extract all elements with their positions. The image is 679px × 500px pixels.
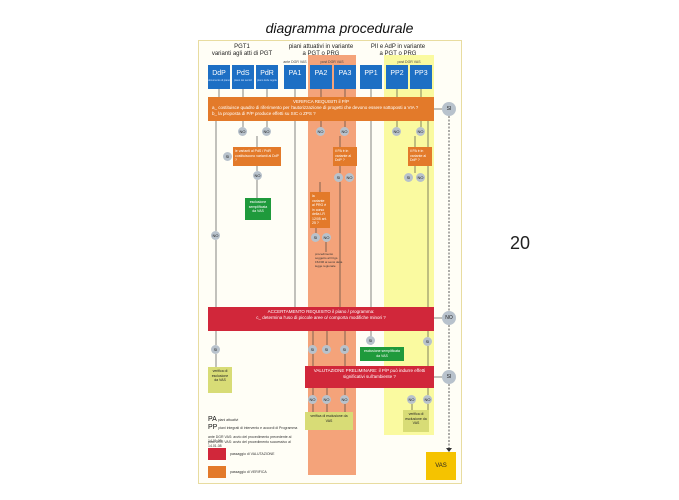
si-node: SI [340,345,349,354]
question-box-pp: il PA è in variante al DdP ? [408,147,432,166]
legend-pp: PP piani integrati di intervento e accor… [208,424,306,431]
no-node-accertamento: NO [442,311,456,325]
plan-box-pa2: PA2 [310,65,332,89]
plan-box-label: PdR [260,70,274,77]
green-box-esclusione-2: esclusione semplificata da VAS [360,347,404,361]
plan-box-pds: PdS piano dei servizi [232,65,254,89]
no-node: NO [262,127,271,136]
group-label-pa: piani attuativi in variante a PGT o PRG [288,44,354,57]
sub-label-post-pii: post DGR VAS [397,60,421,64]
no-node: NO [423,395,432,404]
plan-box-label: PP3 [414,70,428,77]
diagram-title: diagramma procedurale [265,20,414,36]
si-node: SI [211,345,220,354]
no-node: NO [238,127,247,136]
legend-pp-abbr: PP [208,424,218,431]
no-node: NO [253,171,262,180]
sub-label-post: post DGR VAS [320,60,344,64]
no-node: NO [340,127,349,136]
legend-red-swatch [208,448,226,460]
si-node-valutazione: SI [442,370,456,384]
lime-box-verifica-1: verifica di esclusione da VAS [208,367,232,393]
no-node: NO [322,233,331,242]
legend-pa-abbr: PA [208,416,217,423]
si-node: SI [423,337,432,346]
group-label-pgt: PGT1 varianti agli atti di PGT [211,44,273,57]
no-node: NO [345,173,354,182]
no-node: NO [316,127,325,136]
plan-box-pp3: PP3 [410,65,432,89]
valutazione-bar: VALUTAZIONE PRELIMINARE: il P/P può indu… [305,366,434,388]
pa-verification-band [308,55,356,475]
legend-pp-text: piani integrati di intervento e accordi … [218,426,298,430]
question-box-pds-pdr: le varianti al PdS / PdR costituiscono v… [233,147,281,166]
vas-box: VAS [426,452,456,480]
legend-orange-swatch [208,466,226,478]
plan-box-sub: piano delle regole [257,79,277,82]
si-node: SI [334,173,343,182]
no-node: NO [308,395,317,404]
plan-box-pa3: PA3 [334,65,356,89]
plan-box-label: PdS [236,70,250,77]
no-node: NO [211,231,220,240]
si-node-verifica: SI [442,102,456,116]
plan-box-pp1: PP1 [360,65,382,89]
legend-red-label: passaggio di VALUTAZIONE [230,452,275,456]
si-node: SI [322,345,331,354]
plan-box-label: PA1 [288,70,302,77]
si-node: SI [404,173,413,182]
verifica-line-b: b_ la proposta di P/P produce effetti su… [212,111,316,116]
sub-label-ante: ante DGR VAS [283,60,307,64]
verifica-requisiti-bar: VERIFICA REQUISITI il P/P a_ costituisce… [208,97,434,121]
plan-box-pa1: PA1 [284,65,306,89]
accertamento-line: c_ determina l'uso di piccole aree o/ co… [256,315,386,320]
accertamento-bar: ACCERTAMENTO REQUISITO il piano / progra… [208,307,434,331]
question-box-pa: il PA è in variante al DdP ? [333,147,357,166]
legend-ante-note: ante DGR VAS: avvio del procedimento pre… [208,435,292,443]
green-box-esclusione: esclusione semplificata da VAS [245,198,271,220]
legend-pa-text: piani attuativi [217,418,239,422]
plan-box-label: PA2 [314,70,328,77]
page-number: 20 [510,233,531,253]
plan-box-label: PA3 [338,70,352,77]
plan-box-ddp: DdP documento di piano [208,65,230,89]
plan-box-pp2: PP2 [386,65,408,89]
no-node: NO [416,127,425,136]
plan-box-pdr: PdR piano delle regole [256,65,278,89]
si-node: SI [366,336,375,345]
plan-box-sub: documento di piano [208,79,230,82]
no-node: NO [407,395,416,404]
plan-box-label: PP1 [364,70,378,77]
no-node: NO [416,173,425,182]
legend-orange-label: passaggio di VERIFICA [230,470,267,474]
plan-box-label: PP2 [390,70,404,77]
legend-pa: PA piani attuativi [208,416,304,423]
plan-box-sub: piano dei servizi [234,79,252,82]
question-box-prg: la variante al PRG è in corso della LR 1… [310,192,330,228]
no-node: NO [340,395,349,404]
verifica-title: VERIFICA REQUISITI il P/P [292,99,349,104]
lime-box-verifica-3: verifica di esclusione da VAS [403,410,429,432]
verifica-line-a: a_ costituisce quadro di riferimento per… [212,105,419,110]
si-node: SI [223,152,232,161]
no-node: NO [392,127,401,136]
si-node: SI [308,345,317,354]
group-label-pii: PII e AdP in variante a PGT o PRG [370,44,426,57]
procedure-note: procedimento soggetto al D.lgs. 152/06 a… [315,252,343,268]
accertamento-title: ACCERTAMENTO REQUISITO il piano / progra… [267,309,375,314]
si-node: SI [311,233,320,242]
legend-post-note: post DGR VAS: avvio del procedimento suc… [208,440,291,448]
plan-box-label: DdP [212,70,226,77]
no-node: NO [322,395,331,404]
lime-box-verifica-2: verifica di esclusione da VAS [305,412,353,430]
